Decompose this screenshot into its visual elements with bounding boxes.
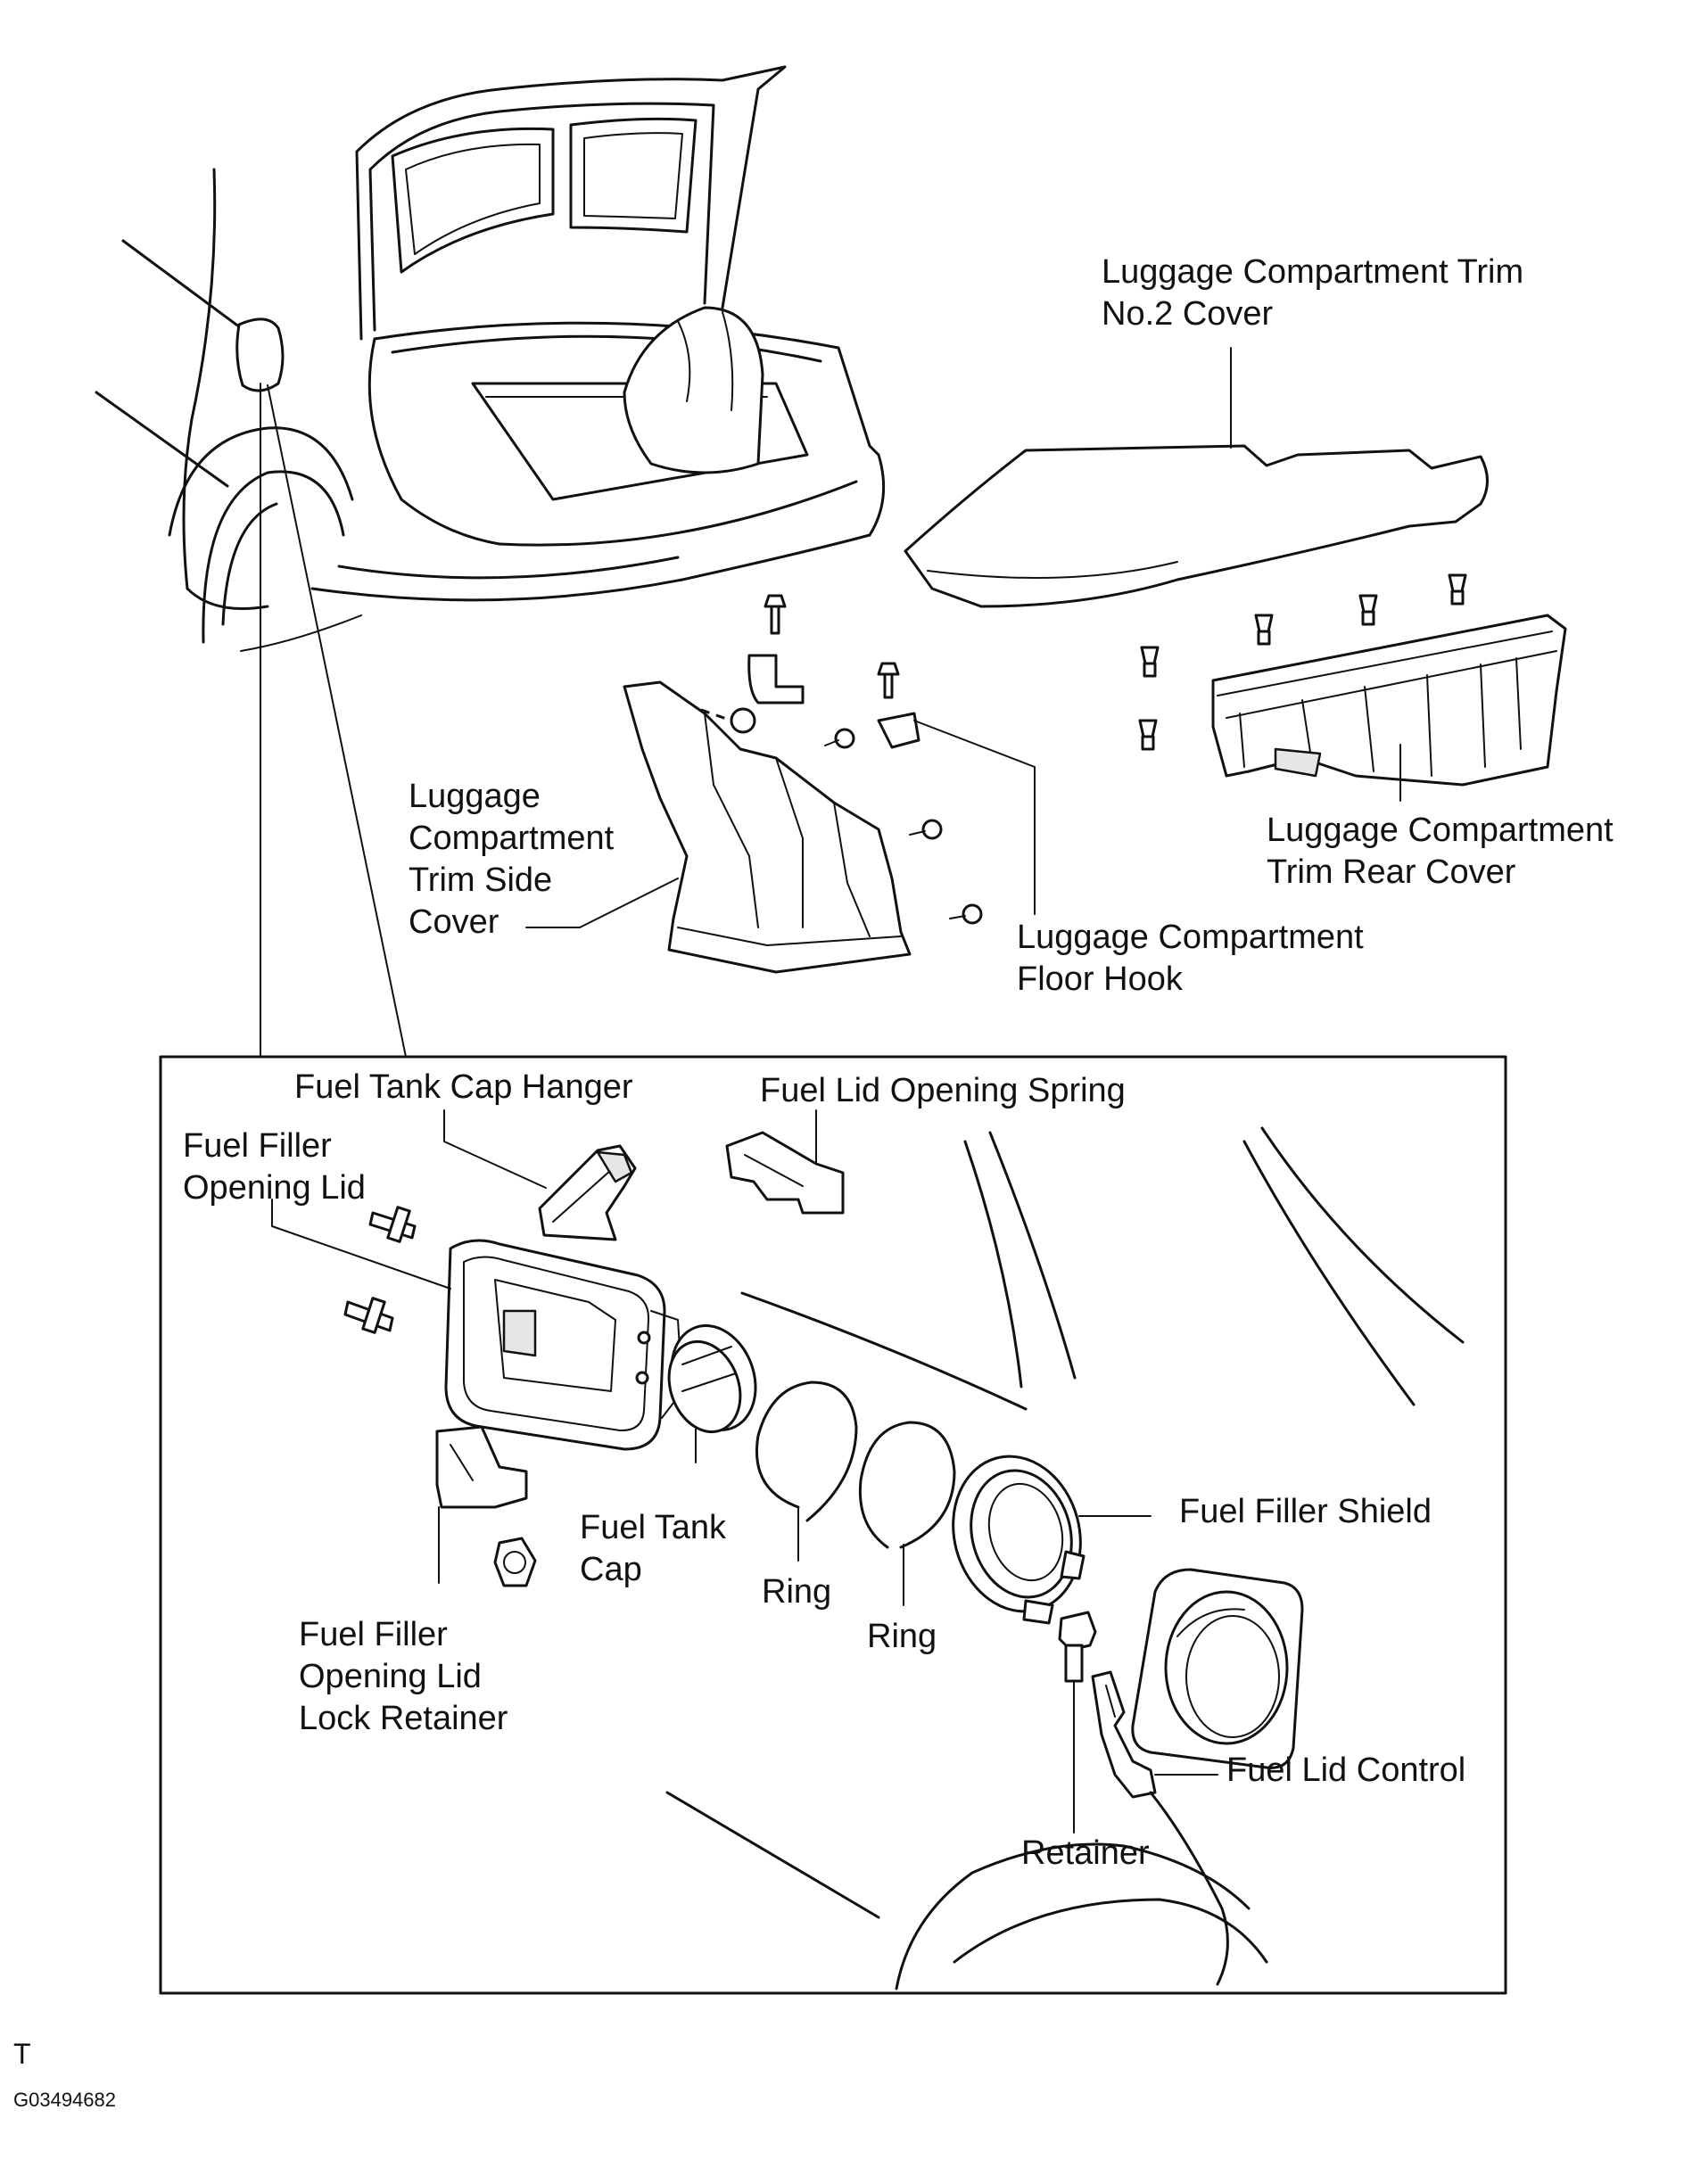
label-retainer: Retainer bbox=[1021, 1834, 1150, 1872]
figure-code: G03494682 bbox=[13, 2089, 116, 2111]
label-fuel-filler-shield: Fuel Filler Shield bbox=[1179, 1493, 1432, 1530]
label-trim-side-cover: Luggage Compartment Trim Side Cover bbox=[409, 778, 615, 941]
vehicle-rear-illustration bbox=[95, 65, 886, 1058]
label-lock-retainer: Fuel Filler Opening Lid Lock Retainer bbox=[299, 1616, 508, 1737]
label-ring-1: Ring bbox=[762, 1573, 832, 1611]
label-fuel-tank-cap-hanger: Fuel Tank Cap Hanger bbox=[294, 1068, 633, 1106]
trim-no2-cover-shape bbox=[904, 347, 1489, 608]
fastener-clips bbox=[730, 573, 1467, 925]
trim-side-cover-shape bbox=[525, 680, 912, 974]
inset-body-curves bbox=[665, 1126, 1465, 1990]
label-ring-2: Ring bbox=[867, 1618, 937, 1655]
view-code: T bbox=[13, 2038, 31, 2070]
label-trim-no2-cover: Luggage Compartment Trim No.2 Cover bbox=[1102, 253, 1524, 333]
label-floor-hook: Luggage Compartment Floor Hook bbox=[1017, 919, 1364, 998]
label-fuel-filler-opening-lid: Fuel Filler Opening Lid bbox=[183, 1127, 366, 1207]
label-trim-rear-cover: Luggage Compartment Trim Rear Cover bbox=[1267, 812, 1614, 891]
trim-rear-cover-shape bbox=[1211, 614, 1567, 802]
inset-parts bbox=[271, 1109, 1304, 1986]
label-fuel-lid-control: Fuel Lid Control bbox=[1226, 1751, 1466, 1789]
label-fuel-lid-opening-spring: Fuel Lid Opening Spring bbox=[760, 1072, 1126, 1109]
fuel-system-inset-frame bbox=[159, 1055, 1507, 1995]
label-fuel-tank-cap: Fuel Tank Cap bbox=[580, 1509, 727, 1588]
